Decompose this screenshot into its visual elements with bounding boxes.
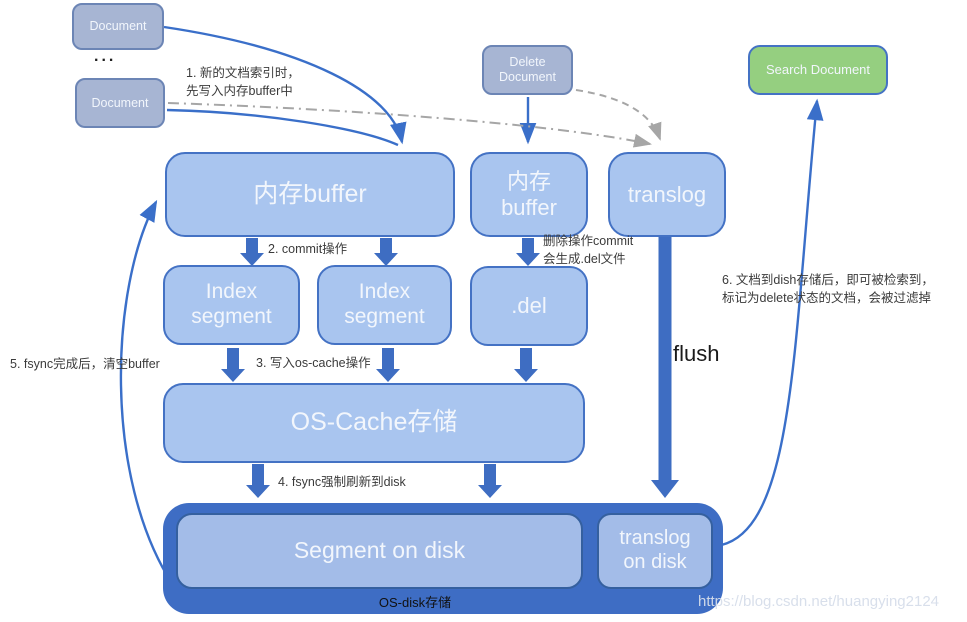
- memory-buffer-node: 内存buffer: [165, 152, 455, 237]
- os-cache-node: OS-Cache存储: [163, 383, 585, 463]
- arrow-document-to-translog-dashdot: [167, 102, 652, 148]
- memory-buffer-delete-node: 内存 buffer: [470, 152, 588, 237]
- watermark: https://blog.csdn.net/huangying2124: [698, 593, 940, 610]
- arrow-fsync-left: [246, 464, 270, 498]
- thick-arrows: [221, 237, 679, 498]
- search-document-node: Search Document: [748, 45, 888, 95]
- delete-document-node: Delete Document: [482, 45, 573, 95]
- flush-label: flush: [673, 341, 720, 366]
- document-node-bottom: Document: [75, 78, 165, 128]
- step4-note: 4. fsync强制刷新到disk: [278, 475, 406, 489]
- arrow-disk-to-search-document: [715, 98, 824, 548]
- arrow-translog-flush: [651, 237, 679, 498]
- step6-note: 6. 文档到dish存储后，即可被检索到， 标记为delete状态的文档，会被过…: [722, 273, 934, 306]
- step1-note: 1. 新的文档索引时， 先写入内存buffer中: [186, 66, 300, 99]
- arrow-delete-to-translog-dashed: [575, 89, 662, 141]
- index-segment-node-2: Index segment: [317, 265, 452, 345]
- step5-note: 5. fsync完成后，清空buffer: [10, 357, 160, 371]
- arrow-del-to-oscache: [514, 348, 538, 382]
- delete-commit-note: 删除操作commit 会生成.del文件: [543, 234, 634, 266]
- arrow-fsync-right: [478, 464, 502, 498]
- arrow-disk-to-buffer-return: [119, 199, 175, 586]
- arrow-oscache-write-right: [376, 348, 400, 382]
- del-file-node: .del: [470, 266, 588, 346]
- arrow-commit-left: [240, 238, 264, 266]
- segment-on-disk-node: Segment on disk: [176, 513, 583, 589]
- step3-note: 3. 写入os-cache操作: [256, 356, 371, 370]
- arrow-document2-to-buffer: [166, 108, 399, 147]
- translog-node: translog: [608, 152, 726, 237]
- ellipsis: ...: [94, 48, 117, 65]
- arrow-commit-right: [374, 238, 398, 266]
- index-segment-node-1: Index segment: [163, 265, 300, 345]
- arrow-delete-commit: [516, 238, 540, 266]
- document-node-top: Document: [72, 3, 164, 50]
- arrow-document1-to-buffer: [163, 25, 407, 145]
- arrow-oscache-write-left: [221, 348, 245, 382]
- translog-on-disk-node: translog on disk: [597, 513, 713, 589]
- step2-note: 2. commit操作: [268, 242, 348, 256]
- os-disk-label: OS-disk存储: [378, 595, 452, 610]
